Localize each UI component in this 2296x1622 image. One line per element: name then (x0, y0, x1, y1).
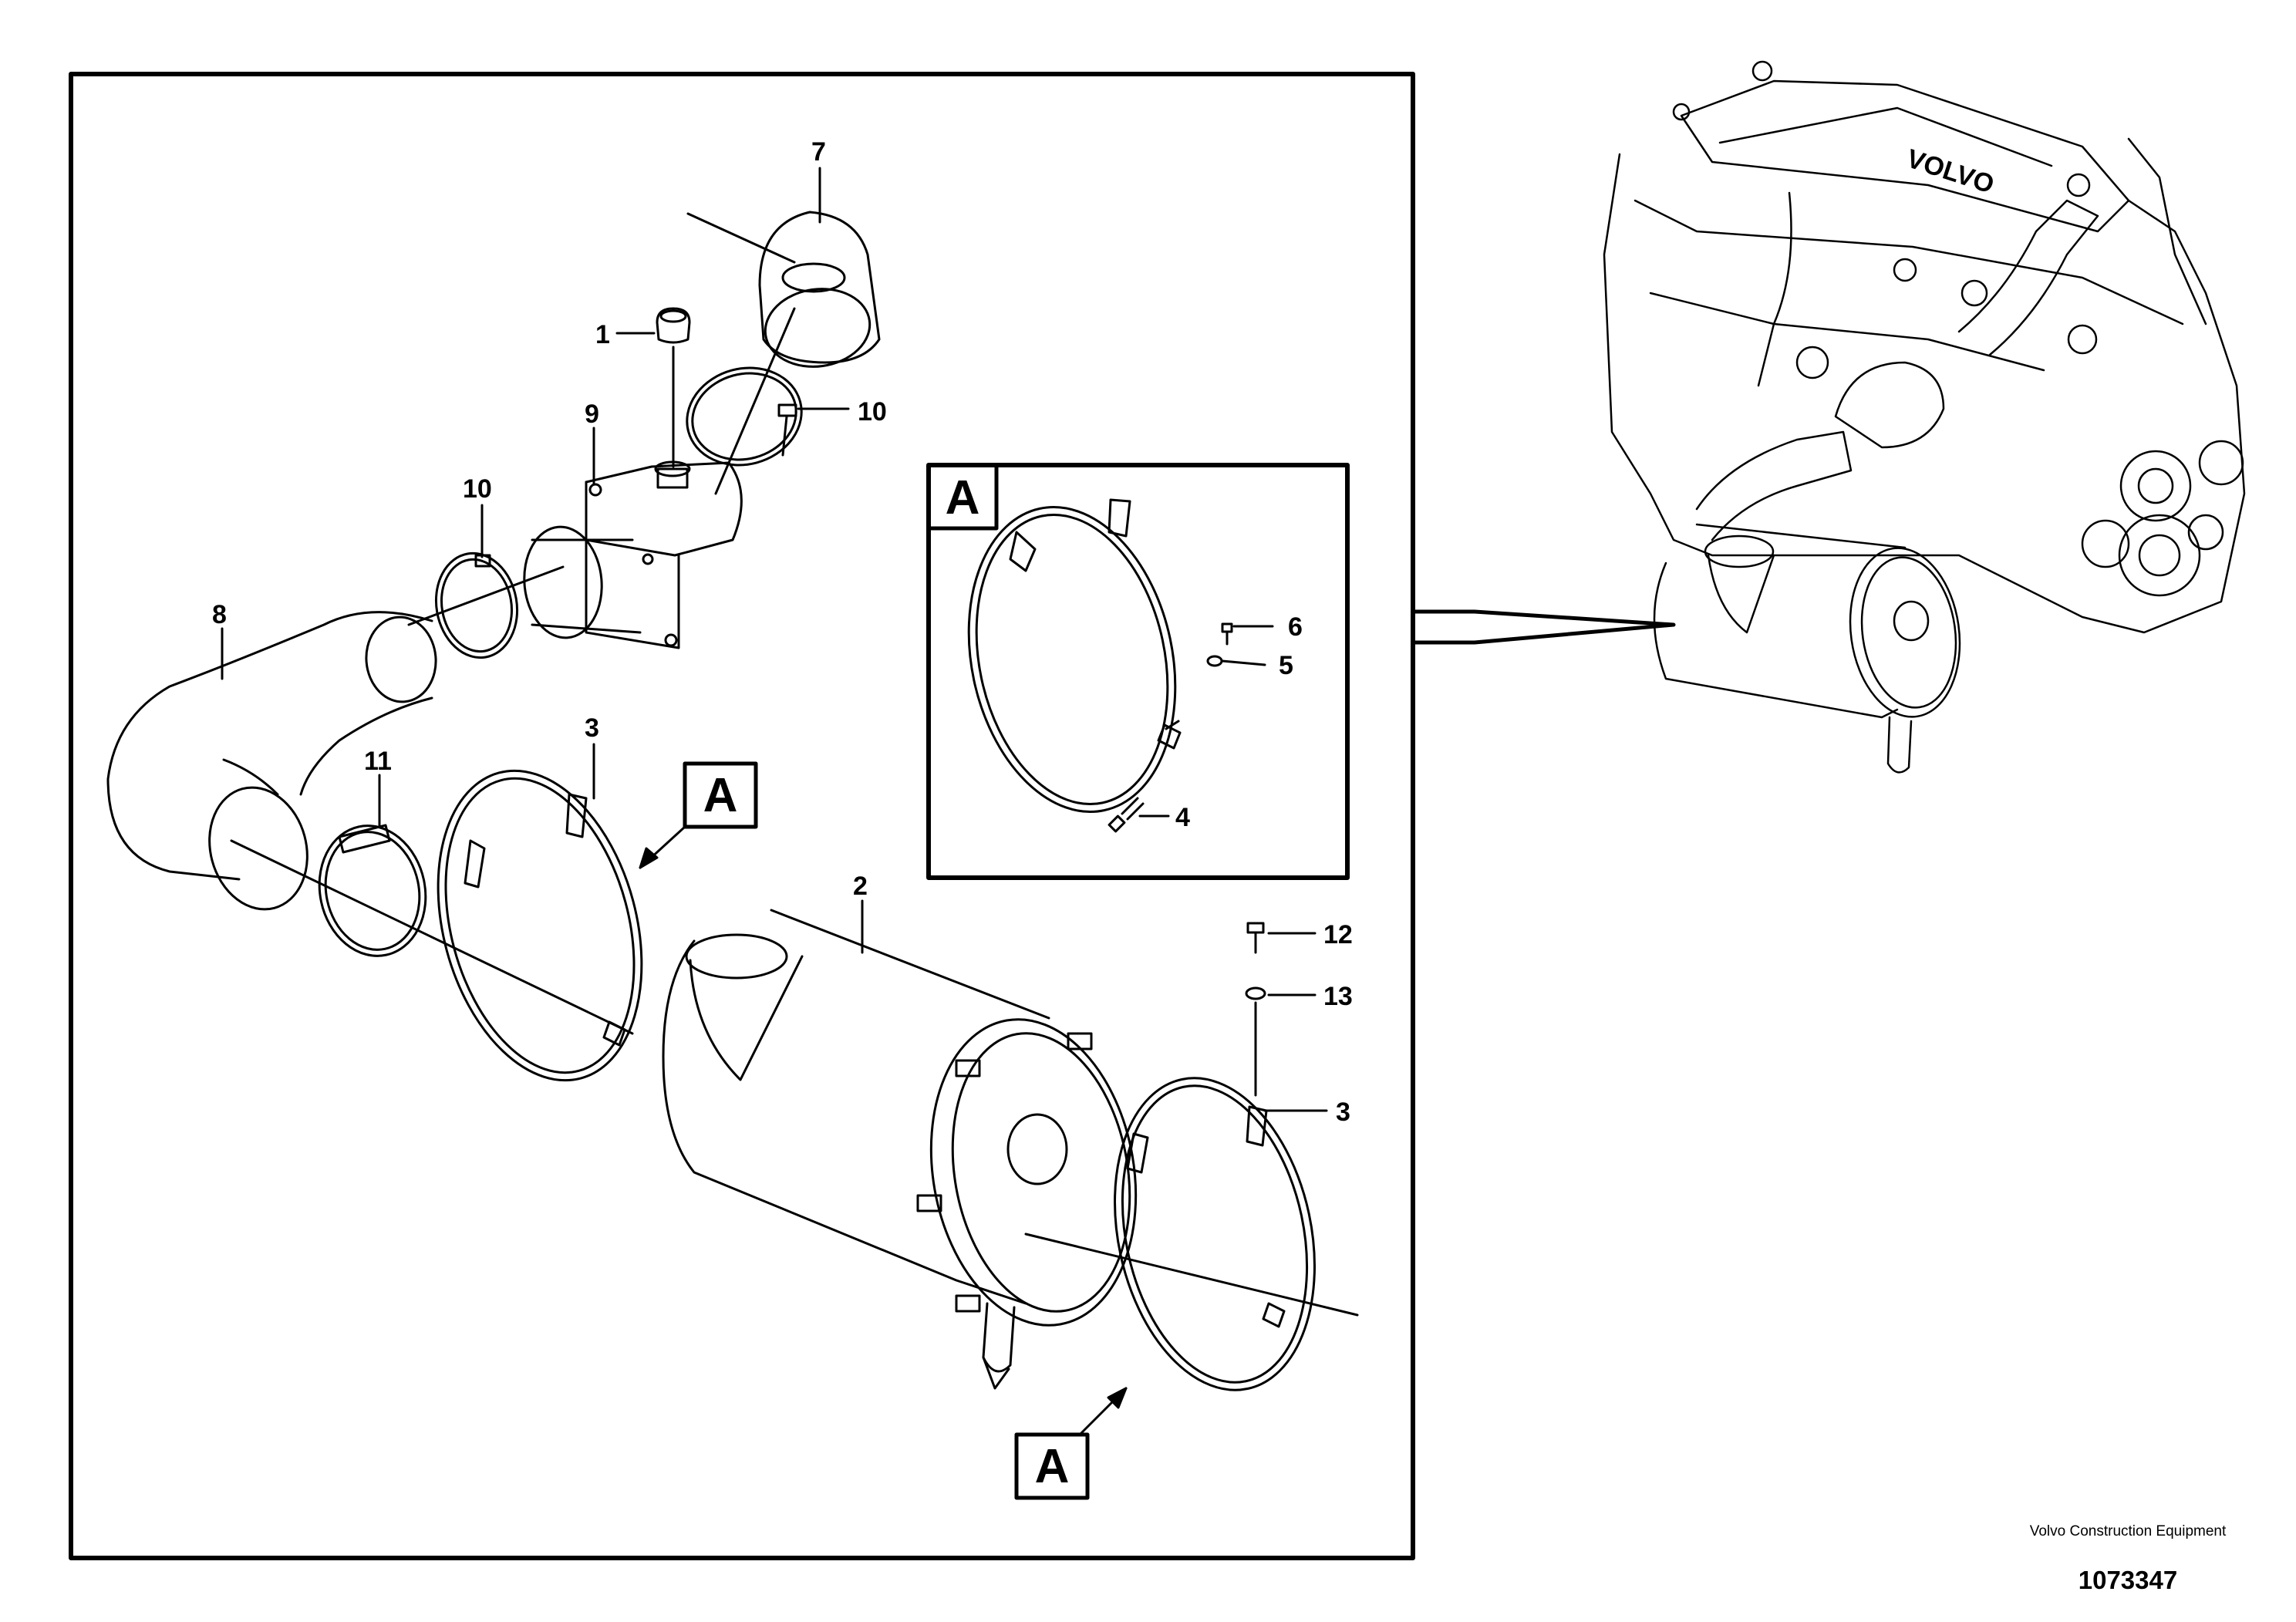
engine-overview: VOLVO (1603, 60, 2246, 774)
section-a-marker-lower: A (1035, 1440, 1070, 1493)
main-frame (69, 72, 1415, 1560)
detail-a-label: A (946, 471, 980, 524)
callout-10-lower: 10 (463, 474, 492, 504)
axis-line-main (230, 839, 634, 1035)
detail-a-hardware (1108, 622, 1233, 833)
callout-2: 2 (853, 872, 868, 901)
part-2-air-filter (662, 909, 1138, 1390)
part-1-cap (656, 307, 691, 344)
callout-4: 4 (1175, 803, 1190, 832)
callout-3-left: 3 (585, 713, 599, 743)
callout-5: 5 (1279, 651, 1293, 680)
axis-line-filter (1024, 1233, 1359, 1317)
leader-5 (1221, 659, 1266, 666)
callout-8: 8 (212, 600, 227, 629)
callout-7: 7 (811, 137, 826, 167)
engine-callout-connector (1411, 609, 1676, 645)
section-a-marker-lower-box (1014, 1432, 1090, 1500)
callout-13: 13 (1323, 982, 1353, 1011)
part-8-hose (106, 611, 437, 911)
part-11-hose-clamp (318, 824, 427, 957)
callout-12: 12 (1323, 920, 1353, 949)
detail-a-frame (926, 463, 1350, 880)
axis-line-mid (407, 565, 565, 626)
part-7-elbow (758, 211, 881, 368)
detail-a-band-clamp (967, 498, 1182, 813)
part-10-lower-clamp (434, 551, 519, 659)
callout-10-upper: 10 (858, 397, 887, 427)
callout-11: 11 (364, 747, 392, 776)
callout-3-right: 3 (1336, 1098, 1350, 1127)
axis-line-top-2 (714, 307, 796, 495)
callout-1: 1 (595, 320, 610, 349)
part-3-left-band (437, 769, 643, 1082)
footer-reference-number: 1073347 (2078, 1566, 2178, 1594)
detail-a-label-box (926, 463, 999, 531)
part-10-upper-clamp (686, 366, 803, 467)
section-a-marker-upper-box (683, 761, 758, 829)
callout-9: 9 (585, 400, 599, 429)
part-3-right-band (1114, 1077, 1316, 1391)
callout-6: 6 (1288, 612, 1303, 642)
footer-company: Volvo Construction Equipment (2029, 1523, 2227, 1539)
part-9-intake-housing (523, 460, 743, 649)
section-a-marker-upper: A (703, 769, 738, 822)
part-12-bolt (1246, 922, 1265, 954)
part-13-washer (1245, 986, 1266, 1097)
axis-line-top (686, 212, 796, 264)
